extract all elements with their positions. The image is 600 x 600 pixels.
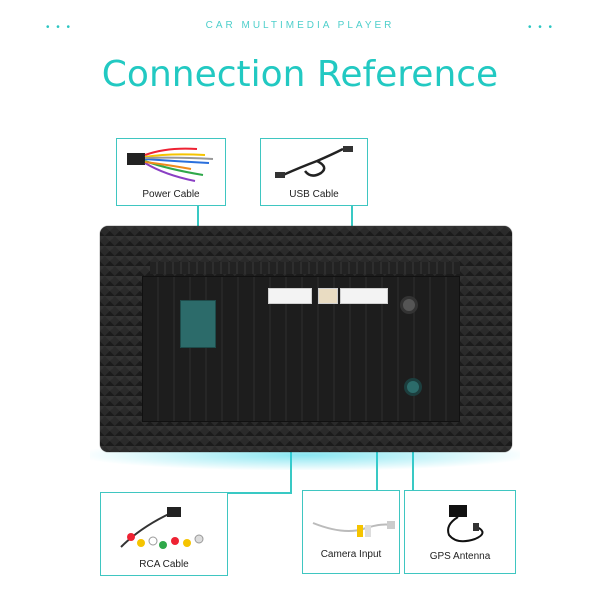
page-title: Connection Reference <box>101 54 499 95</box>
vent-strip <box>150 262 460 274</box>
power-cable-label: Power Cable <box>142 189 200 200</box>
usb-port <box>318 288 338 304</box>
camera-cable-icon <box>312 521 395 537</box>
camera-port <box>340 288 388 304</box>
gps-antenna-jack <box>404 378 422 396</box>
page-subtitle: CAR MULTIMEDIA PLAYER <box>205 20 395 31</box>
gps-antenna-box: GPS Antenna <box>404 490 516 574</box>
wire-harness-icon <box>127 147 214 182</box>
power-cable-box: Power Cable <box>116 138 226 206</box>
camera-input-box: Camera Input <box>302 490 400 574</box>
gps-antenna-label: GPS Antenna <box>429 551 491 562</box>
rca-cable-box: RCA Cable <box>100 492 228 576</box>
decor-dots-right: • • • <box>527 22 554 33</box>
rca-cable-icon <box>120 507 204 549</box>
rca-cable-label: RCA Cable <box>139 559 189 570</box>
camera-input-label: Camera Input <box>320 549 382 560</box>
rca-connector-line-h <box>166 492 292 494</box>
radio-antenna-jack <box>400 296 418 314</box>
gps-antenna-icon <box>447 505 484 543</box>
power-port <box>180 300 216 348</box>
rca-port <box>268 288 312 304</box>
usb-cable-label: USB Cable <box>289 189 339 200</box>
decor-dots-left: • • • <box>46 22 73 33</box>
usb-cable-box: USB Cable <box>260 138 368 206</box>
usb-cable-icon <box>275 146 353 178</box>
